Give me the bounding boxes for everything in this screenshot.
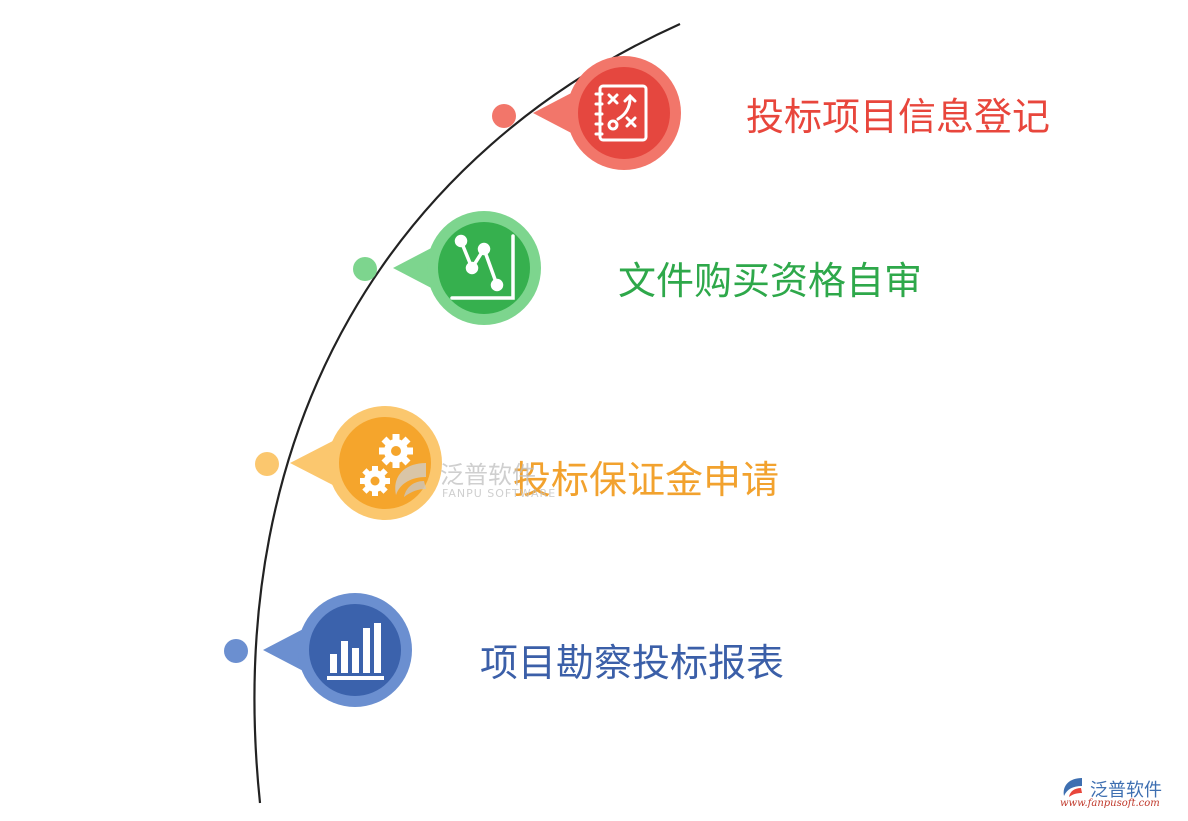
step-3-label: 投标保证金申请 bbox=[513, 458, 780, 502]
line-chart-icon bbox=[450, 234, 515, 300]
brand-logo-icon bbox=[1063, 778, 1082, 797]
brand-logo: 泛普软件 www.fanpusoft.com bbox=[1058, 776, 1182, 812]
gears-icon bbox=[360, 434, 413, 496]
step-3-marker bbox=[255, 406, 442, 520]
brand-url: www.fanpusoft.com bbox=[1060, 798, 1160, 809]
step-1-label: 投标项目信息登记 bbox=[746, 95, 1051, 139]
step-2-label: 文件购买资格自审 bbox=[618, 259, 923, 303]
bar-chart-icon bbox=[327, 623, 384, 680]
step-2-inner-circle bbox=[438, 222, 530, 314]
step-3-dot bbox=[255, 452, 279, 476]
watermark-logo-icon bbox=[395, 463, 426, 497]
step-2-marker bbox=[353, 211, 541, 325]
step-2-dot bbox=[353, 257, 377, 281]
watermark-name: 泛普软件 bbox=[440, 461, 536, 489]
strategy-board-icon bbox=[594, 84, 648, 142]
step-1-marker bbox=[492, 56, 681, 170]
step-4-marker bbox=[224, 593, 412, 707]
step-4-label: 项目勘察投标报表 bbox=[480, 641, 785, 685]
watermark-english: FANPU SOFTWARE bbox=[442, 487, 557, 500]
timeline-arc bbox=[253, 22, 681, 804]
brand-name: 泛普软件 bbox=[1090, 780, 1162, 801]
step-1-dot bbox=[492, 104, 516, 128]
step-4-dot bbox=[224, 639, 248, 663]
